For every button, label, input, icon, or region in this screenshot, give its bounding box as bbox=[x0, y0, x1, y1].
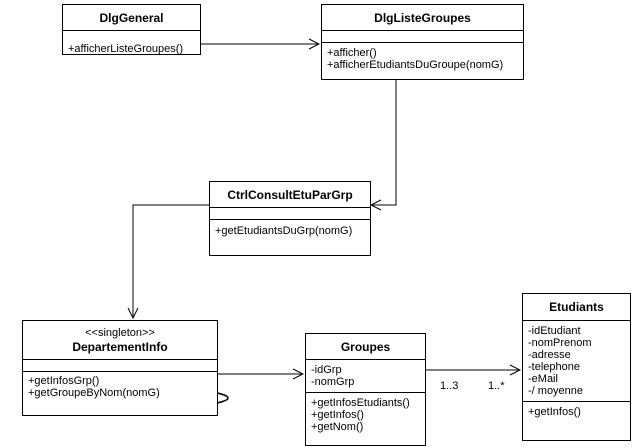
operation: +getEtudiantsDuGrp(nomG) bbox=[215, 225, 353, 237]
attribute: -idEtudiant bbox=[528, 325, 581, 337]
dependency-dlglistegroupes-to-ctrlconsult bbox=[371, 80, 397, 205]
attribute: -adresse bbox=[528, 349, 571, 361]
operations-compartment: +afficherListeGroupes() bbox=[63, 31, 200, 57]
operations-compartment: +getInfosEtudiants() +getInfos() +getNom… bbox=[306, 393, 425, 435]
operation: +getNom() bbox=[311, 421, 364, 433]
class-name-text: DlgGeneral bbox=[99, 10, 164, 25]
operation: +getInfos() bbox=[528, 406, 581, 418]
operations-compartment: +getEtudiantsDuGrp(nomG) bbox=[210, 220, 370, 239]
attributes-compartment bbox=[322, 31, 523, 43]
class-name-text: Groupes bbox=[340, 339, 391, 354]
class-name: DlgGeneral bbox=[63, 5, 200, 31]
dependency-ctrlconsult-to-departementinfo bbox=[133, 204, 209, 318]
attributes-compartment: -idEtudiant -nomPrenom -adresse -telepho… bbox=[523, 321, 630, 402]
attribute: -eMail bbox=[528, 373, 558, 385]
operations-compartment: +afficher() +afficherEtudiantsDuGroupe(n… bbox=[322, 43, 523, 73]
class-name: <<singleton>> DepartementInfo bbox=[23, 321, 217, 360]
class-departementinfo[interactable]: <<singleton>> DepartementInfo +getInfosG… bbox=[22, 320, 218, 416]
operation: +getInfos() bbox=[311, 409, 364, 421]
operation: +afficher() bbox=[327, 47, 377, 59]
attribute: -telephone bbox=[528, 361, 580, 373]
class-etudiants[interactable]: Etudiants -idEtudiant -nomPrenom -adress… bbox=[522, 293, 631, 441]
attribute: -/ moyenne bbox=[528, 385, 584, 397]
operation: +getGroupeByNom(nomG) bbox=[28, 387, 160, 399]
operation: +getInfosEtudiants() bbox=[311, 397, 410, 409]
attribute: -nomGrp bbox=[311, 376, 355, 388]
class-name: CtrlConsultEtuParGrp bbox=[210, 182, 370, 208]
class-groupes[interactable]: Groupes -idGrp -nomGrp +getInfosEtudiant… bbox=[305, 333, 426, 446]
multiplicity-groupes-end: 1..3 bbox=[440, 380, 459, 392]
class-dlglistegroupes[interactable]: DlgListeGroupes +afficher() +afficherEtu… bbox=[321, 4, 524, 80]
class-name-text: CtrlConsultEtuParGrp bbox=[227, 187, 353, 202]
operation: +afficherEtudiantsDuGroupe(nomG) bbox=[327, 59, 504, 71]
attributes-compartment: -idGrp -nomGrp bbox=[306, 360, 425, 393]
operation: +afficherListeGroupes() bbox=[68, 43, 184, 55]
operation: +getInfosGrp() bbox=[28, 375, 100, 387]
class-dlggeneral[interactable]: DlgGeneral +afficherListeGroupes() bbox=[62, 4, 201, 55]
attributes-compartment bbox=[210, 208, 370, 220]
class-name-text: DlgListeGroupes bbox=[374, 10, 471, 25]
attributes-compartment bbox=[23, 360, 217, 372]
operations-compartment: +getInfos() bbox=[523, 402, 630, 420]
stereotype: <<singleton>> bbox=[85, 326, 155, 339]
operations-compartment: +getInfosGrp() +getGroupeByNom(nomG) bbox=[23, 372, 217, 401]
class-name: Groupes bbox=[306, 334, 425, 360]
class-ctrlconsult[interactable]: CtrlConsultEtuParGrp +getEtudiantsDuGrp(… bbox=[209, 181, 371, 256]
class-name: DlgListeGroupes bbox=[322, 5, 523, 31]
class-name-text: DepartementInfo bbox=[72, 339, 168, 354]
class-name: Etudiants bbox=[523, 294, 630, 321]
multiplicity-etudiants-end: 1..* bbox=[488, 380, 505, 392]
attribute: -nomPrenom bbox=[528, 337, 592, 349]
class-name-text: Etudiants bbox=[549, 300, 604, 314]
attribute: -idGrp bbox=[311, 364, 342, 376]
